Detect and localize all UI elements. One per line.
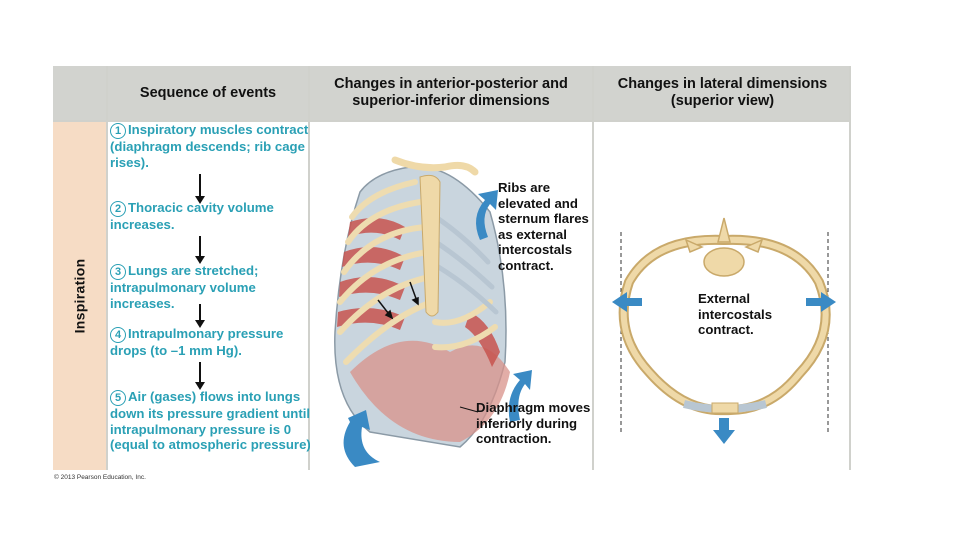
down-arrow [195,304,205,328]
column-divider [592,66,594,470]
step-text: Inspiratory muscles contract (diaphragm … [110,122,309,170]
step-number: 3 [110,264,126,280]
header-anterior: Changes in anterior-posterior and superi… [310,66,592,120]
rib-cage-illustration [334,156,532,467]
step-text: Air (gases) flows into lungs down its pr… [110,389,315,452]
ribs-annotation: Ribs are elevated and sternum flares as … [498,180,589,273]
ventilation-figure: Sequence of events Changes in anterior-p… [53,66,851,470]
side-label-box: Inspiration [53,122,106,470]
header-corner [53,66,106,120]
down-arrow [195,174,205,204]
header-sequence: Sequence of events [108,66,308,120]
copyright-notice: © 2013 Pearson Education, Inc. [54,474,146,481]
column-divider [849,66,851,470]
anterior-panel: Ribs are elevated and sternum flares as … [310,122,592,470]
header-divider [53,120,851,122]
external-intercostals-annotation: External intercostals contract. [698,291,773,337]
diaphragm-annotation: Diaphragm moves inferiorly during contra… [476,400,591,446]
step-number: 4 [110,327,126,343]
down-arrow [195,362,205,390]
side-label: Inspiration [71,258,88,334]
column-divider [106,66,108,470]
step-number: 1 [110,123,126,139]
down-arrow [195,236,205,264]
step-number: 5 [110,390,126,406]
lateral-panel: External intercostals contract. [594,122,849,470]
superior-view-illustration [612,217,836,444]
step-text: Intrapulmonary pressure drops (to –1 mm … [110,326,284,358]
step-number: 2 [110,201,126,217]
header-lateral: Changes in lateral dimensions (superior … [594,66,851,120]
column-divider [308,66,310,470]
step-text: Lungs are stretched; intrapulmonary volu… [110,263,259,311]
step-text: Thoracic cavity volume increases. [110,200,274,232]
header-sequence-text: Sequence of events [139,84,277,101]
header-lateral-text: Changes in lateral dimensions (superior … [617,76,828,109]
header-anterior-text: Changes in anterior-posterior and superi… [334,76,568,109]
